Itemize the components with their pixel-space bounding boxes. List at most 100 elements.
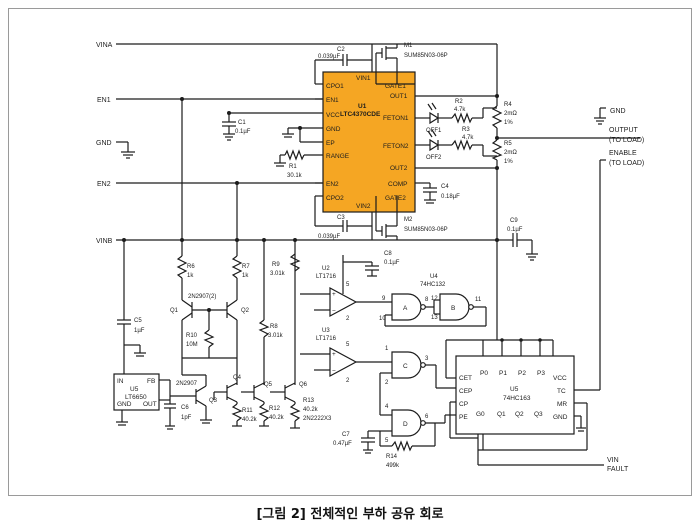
svg-text:EN2: EN2 <box>97 181 111 188</box>
c4-capacitor: C4 0.18µF <box>415 182 460 204</box>
svg-text:R7: R7 <box>242 264 250 270</box>
svg-text:SUM85N03-06P: SUM85N03-06P <box>404 227 448 233</box>
svg-text:R9: R9 <box>272 262 280 268</box>
svg-text:0.1µF: 0.1µF <box>507 227 523 233</box>
c9-capacitor: C9 0.1µF <box>495 218 538 340</box>
svg-text:2N2222X3: 2N2222X3 <box>303 416 332 422</box>
svg-text:LT1716: LT1716 <box>316 274 337 280</box>
r12-resistor: R12 40.2k <box>258 402 285 427</box>
svg-text:OUT1: OUT1 <box>390 93 408 100</box>
svg-text:CET: CET <box>459 375 472 382</box>
svg-text:CP: CP <box>459 401 468 408</box>
gate-b: B 12 13 11 <box>384 293 487 327</box>
r11-resistor: R11 40.2k <box>231 402 258 427</box>
svg-text:SUM85N03-06P: SUM85N03-06P <box>404 53 448 59</box>
svg-text:6: 6 <box>425 414 429 420</box>
c1-capacitor: C1 0.1µF <box>222 112 323 141</box>
vina-rail: VINA <box>96 42 497 49</box>
svg-text:U5: U5 <box>130 386 139 393</box>
u5-74hc163-chip: P0 P1 P2 P3 CET CEP CP PE G0 Q1 Q2 Q3 VC… <box>455 355 575 435</box>
svg-text:U1: U1 <box>358 103 367 110</box>
gate-c: C 1 2 3 <box>380 346 456 389</box>
svg-text:(TO LOAD): (TO LOAD) <box>609 160 644 167</box>
svg-text:FAULT: FAULT <box>607 466 629 473</box>
svg-text:1: 1 <box>385 346 389 352</box>
svg-text:C4: C4 <box>441 184 449 190</box>
c6-capacitor: C6 1pF <box>159 379 192 430</box>
svg-text:CPO2: CPO2 <box>326 195 344 202</box>
svg-text:C: C <box>403 363 408 370</box>
svg-text:U5: U5 <box>510 386 519 393</box>
c7-capacitor: C7 0.47µF <box>333 430 380 454</box>
counter-wiring <box>445 338 600 465</box>
svg-text:Q3: Q3 <box>209 398 218 404</box>
svg-text:C5: C5 <box>134 318 142 324</box>
svg-text:G0: G0 <box>476 411 485 418</box>
svg-text:C2: C2 <box>337 47 345 53</box>
r7-resistor: R7 1k <box>231 255 250 300</box>
svg-text:OFF1: OFF1 <box>426 128 442 134</box>
svg-text:VINB: VINB <box>96 238 113 245</box>
svg-text:GND: GND <box>117 401 132 408</box>
svg-text:EN1: EN1 <box>326 97 339 104</box>
svg-text:11: 11 <box>475 297 482 303</box>
svg-text:4.7k: 4.7k <box>454 107 466 113</box>
svg-text:5: 5 <box>346 342 350 348</box>
svg-text:−: − <box>332 308 336 315</box>
svg-text:0.1µF: 0.1µF <box>235 129 251 135</box>
c8-capacitor: C8 0.1µF <box>343 251 400 277</box>
svg-text:74HC132: 74HC132 <box>420 282 446 288</box>
svg-text:B: B <box>451 305 455 312</box>
svg-text:OUT2: OUT2 <box>390 165 408 172</box>
q5-transistor: Q5 <box>241 355 273 403</box>
svg-text:1k: 1k <box>187 273 194 279</box>
svg-text:R8: R8 <box>270 324 278 330</box>
en1-line: EN1 <box>97 97 323 104</box>
r4-resistor: R4 2mΩ 1% <box>491 102 517 138</box>
svg-text:CPO1: CPO1 <box>326 83 344 90</box>
svg-text:Q1: Q1 <box>497 411 506 418</box>
svg-text:GATE1: GATE1 <box>385 83 406 90</box>
svg-text:OUTPUT: OUTPUT <box>609 127 639 134</box>
svg-text:40.2k: 40.2k <box>269 415 285 421</box>
svg-text:+: + <box>332 291 336 298</box>
svg-text:U3: U3 <box>322 328 330 334</box>
svg-text:0.18µF: 0.18µF <box>441 194 460 200</box>
svg-text:5: 5 <box>385 438 389 444</box>
svg-text:IN: IN <box>117 378 124 385</box>
svg-text:EN1: EN1 <box>97 97 111 104</box>
svg-text:10: 10 <box>379 316 386 322</box>
svg-text:VIN1: VIN1 <box>356 75 371 82</box>
svg-text:P3: P3 <box>537 370 545 377</box>
svg-text:EN2: EN2 <box>326 181 339 188</box>
q1-q2-pnp-pair: 2N2907(2) Q1 Q2 <box>170 294 250 375</box>
svg-text:R1: R1 <box>289 164 297 170</box>
m1-mosfet: M1 SUM85N03-06P <box>371 43 448 85</box>
svg-text:EP: EP <box>326 140 335 147</box>
u4-label: U4 74HC132 <box>420 274 446 288</box>
svg-text:RANGE: RANGE <box>326 153 350 160</box>
svg-text:30.1k: 30.1k <box>287 173 303 179</box>
svg-text:0.039µF: 0.039µF <box>318 54 340 60</box>
r1-resistor: R1 30.1k <box>274 149 323 179</box>
svg-text:2: 2 <box>346 378 350 384</box>
svg-text:GND: GND <box>553 414 568 421</box>
svg-text:40.2k: 40.2k <box>303 407 319 413</box>
svg-text:COMP: COMP <box>388 181 408 188</box>
u2-comparator: + − U2 LT1716 5 2 <box>300 266 392 322</box>
svg-text:Q1: Q1 <box>170 308 179 314</box>
svg-text:0.039µF: 0.039µF <box>318 234 340 240</box>
svg-text:2: 2 <box>385 380 389 386</box>
svg-text:A: A <box>403 305 408 312</box>
svg-text:OFF2: OFF2 <box>426 155 442 161</box>
svg-text:40.2k: 40.2k <box>242 417 258 423</box>
svg-text:VCC: VCC <box>553 375 567 382</box>
svg-text:R3: R3 <box>462 127 470 133</box>
svg-text:R12: R12 <box>269 406 281 412</box>
svg-text:0.47µF: 0.47µF <box>333 441 352 447</box>
svg-text:C3: C3 <box>337 215 345 221</box>
svg-text:P2: P2 <box>518 370 526 377</box>
c5-capacitor: C5 1µF <box>117 238 146 374</box>
svg-text:LTC4370CDE: LTC4370CDE <box>340 111 381 118</box>
svg-text:LT1716: LT1716 <box>316 336 337 342</box>
